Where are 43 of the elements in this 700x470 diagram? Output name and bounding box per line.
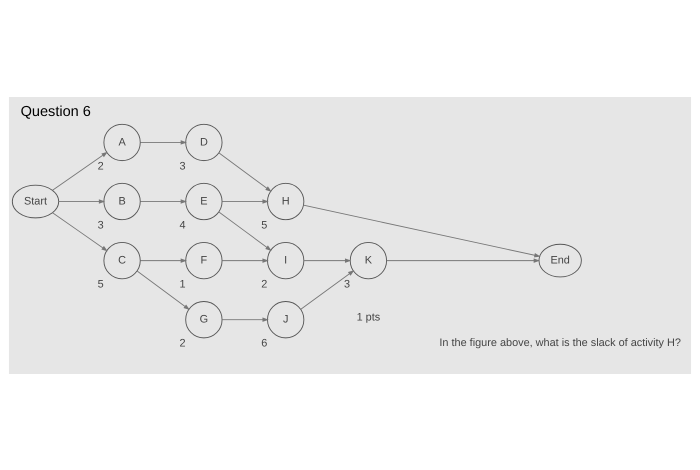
label: 1 pts: [356, 311, 380, 324]
arrow: [222, 258, 269, 262]
node-label: 3: [179, 160, 186, 172]
node-label: 6: [261, 337, 268, 350]
arrow: [386, 258, 540, 262]
arrow: [222, 316, 269, 322]
node-label: 3: [98, 218, 104, 231]
arrow: [52, 151, 108, 190]
arrow: [140, 198, 188, 204]
arrow: [58, 198, 106, 204]
arrow: [303, 204, 541, 257]
node-label: 3: [344, 278, 350, 290]
node-label: 1: [179, 278, 186, 290]
arrow: [140, 140, 188, 144]
node-circle: G: [185, 300, 223, 338]
node-label: 2: [98, 160, 104, 172]
arrow: [218, 152, 272, 192]
node-circle: A: [103, 123, 141, 161]
diagram-title: Question 6: [20, 103, 91, 120]
arrow: [222, 198, 269, 204]
node-circle: H: [267, 182, 304, 220]
node-ellipse: Start: [12, 184, 60, 218]
node-circle: I: [267, 241, 304, 279]
node-circle: J: [267, 300, 304, 338]
node-circle: K: [350, 241, 388, 279]
arrow: [300, 270, 354, 310]
node-circle: E: [185, 182, 223, 220]
node-label: 2: [261, 278, 268, 290]
node-label: 5: [261, 218, 268, 231]
arrow: [136, 270, 190, 310]
node-label: 5: [98, 278, 104, 290]
arrow: [304, 258, 352, 262]
node-circle: C: [103, 241, 141, 279]
node-label: 4: [179, 218, 186, 231]
arrow: [140, 258, 188, 262]
label: In the figure above, what is the slack of activity H?: [439, 336, 681, 349]
arrow: [52, 212, 108, 251]
node-circle: F: [185, 241, 223, 279]
node-label: 2: [179, 337, 186, 350]
node-circle: D: [185, 123, 223, 161]
arrow: [218, 211, 272, 250]
node-circle: B: [103, 182, 141, 220]
node-ellipse: End: [538, 243, 582, 277]
